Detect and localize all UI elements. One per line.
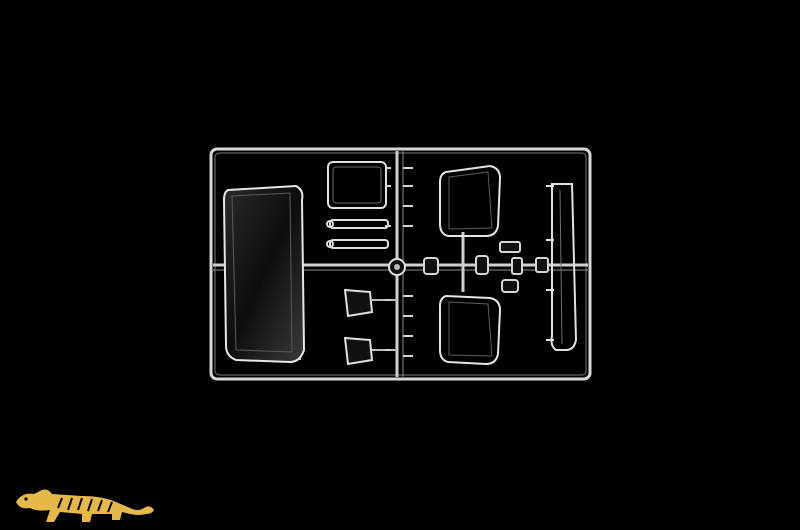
roof-light-bar-part bbox=[546, 183, 578, 351]
windshield-part bbox=[222, 184, 306, 364]
sprue-hub bbox=[388, 258, 406, 276]
light-lens-parts bbox=[326, 219, 389, 249]
small-window-part bbox=[327, 161, 387, 209]
side-glass-parts bbox=[343, 288, 397, 366]
small-clear-parts bbox=[423, 241, 549, 293]
runner-gates bbox=[385, 167, 413, 357]
door-window-upper bbox=[439, 164, 502, 237]
tiger-logo bbox=[16, 489, 154, 522]
door-window-lower bbox=[439, 294, 502, 366]
